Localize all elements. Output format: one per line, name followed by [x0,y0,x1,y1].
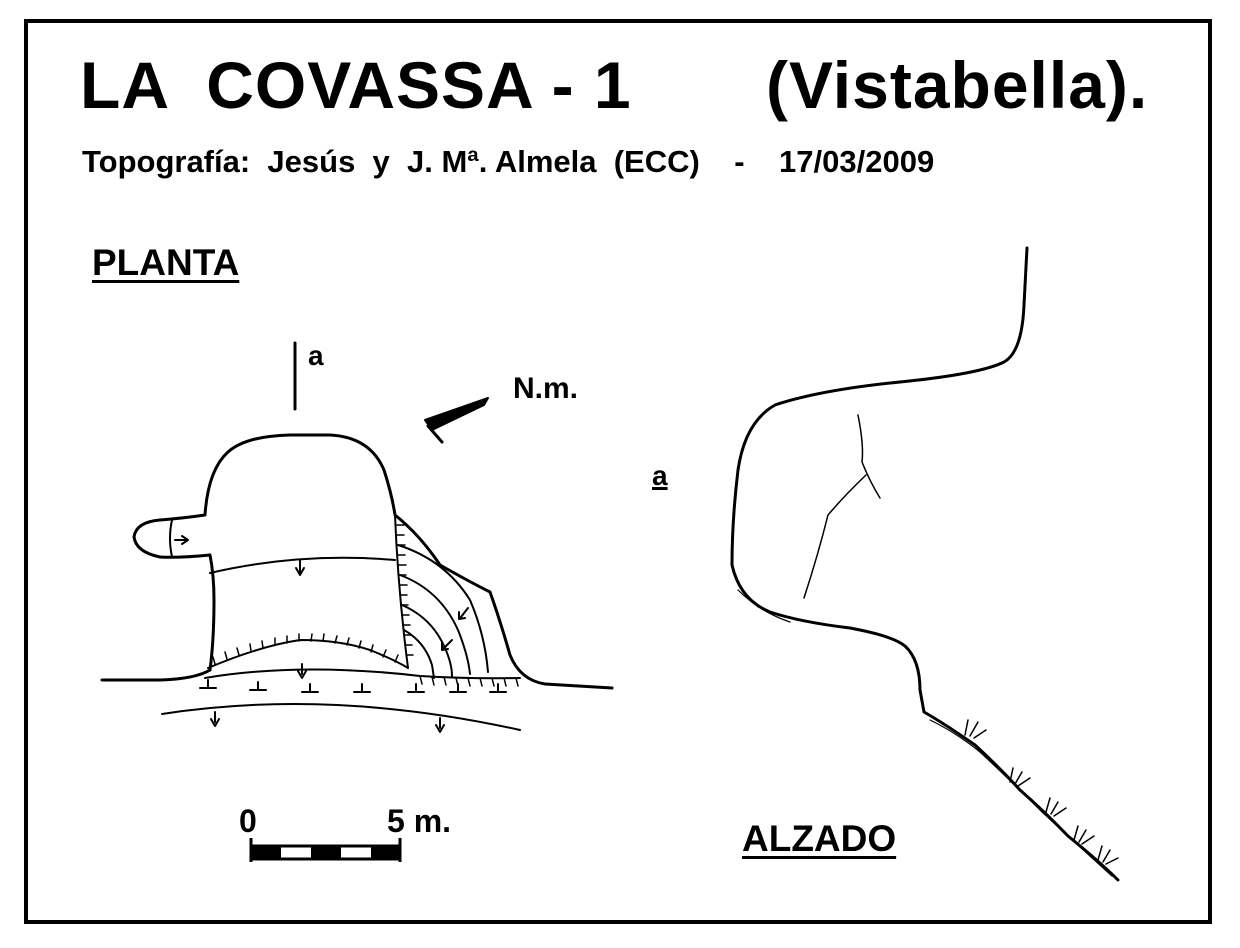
scale-seg-3 [371,846,400,859]
scale-seg-1 [251,846,281,859]
scale-seg-white-1 [283,849,309,855]
entrance-arc-hatch [212,633,399,665]
north-arrow [424,397,489,444]
north-label: N.m. [513,372,579,405]
map-frame [24,19,1212,924]
elevation-view [730,246,1120,882]
elevation-crack-1 [857,414,881,499]
exterior-arrowhead-2 [435,724,445,733]
exterior-arrowhead-1 [210,718,220,727]
floor-debris-2 [929,719,1113,877]
scale-seg-white-2 [343,849,369,855]
slope-arrowhead-1 [458,611,466,620]
cave-title: LA COVASSA - 1 [80,48,632,122]
side-chamber-arrowhead [181,535,189,545]
slope-arrow-2 [443,639,453,649]
scale-start-label: 0 [239,803,257,839]
ledge-arrowhead [297,670,307,679]
survey-credits: Topografía: Jesús y J. Mª. Almela (ECC) … [82,144,935,179]
slope-contour-2 [399,574,471,675]
scale-bar [249,838,402,862]
interior-arrowhead [295,567,305,576]
floor-debris-1 [737,589,791,623]
north-arrow-body [424,397,489,431]
cave-outline [132,433,614,690]
plan-view [100,341,614,733]
vegetation-tufts [964,719,1119,865]
cave-location: (Vistabella). [766,48,1149,122]
elevation-crack-2 [803,474,867,599]
slope-contour-4 [403,629,435,679]
slope-contour-3 [401,604,453,677]
slope-arrow-1 [460,607,469,618]
elevation-section-mark: a [652,460,668,491]
elevation-heading: ALZADO [742,818,897,859]
interior-contour [209,556,396,574]
plan-heading: PLANTA [92,242,240,283]
block-symbols [199,679,507,693]
step-line-right [394,514,409,669]
exterior-contour [161,703,521,731]
entrance-ledge-hatch [419,675,519,687]
elevation-outline [730,246,1120,882]
entrance-arc [207,639,409,669]
scale-end-label: 5 m. [387,803,452,839]
slope-contour-1 [397,544,489,673]
north-arrow-tail [426,424,444,444]
slope-arrowhead-2 [441,642,449,651]
step-hatch-right [396,524,414,656]
plan-section-mark: a [308,340,324,371]
ground-line-left [100,668,212,682]
scale-seg-2 [311,846,341,859]
side-chamber-line [169,519,173,558]
entrance-ledge [204,668,521,680]
